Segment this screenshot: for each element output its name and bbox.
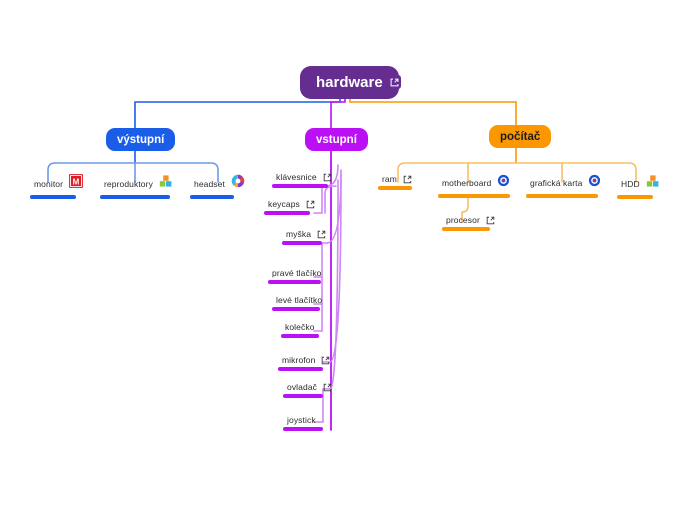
leaf-underline-ovladac [283, 394, 323, 398]
root-external-link-icon[interactable] [387, 75, 401, 89]
leaf-underline-myska [282, 241, 322, 245]
leaf-label-klavesnice: klávesnice [276, 172, 317, 182]
leaf-procesor[interactable]: procesor [442, 215, 499, 231]
branch-node-vstupni[interactable]: vstupní [305, 128, 368, 151]
external-link-icon[interactable] [317, 230, 326, 239]
external-link-icon[interactable] [486, 216, 495, 225]
leaf-underline-joystick [283, 427, 323, 431]
leaf-reproduktory[interactable]: reproduktory [100, 174, 177, 199]
leaf-myska[interactable]: myška [282, 229, 330, 245]
leaf-monitor[interactable]: monitor M [30, 174, 87, 199]
external-link-icon[interactable] [306, 200, 315, 209]
blue-target-icon [497, 174, 510, 192]
leaf-label-kolecko: kolečko [285, 322, 315, 332]
leaf-headset[interactable]: headset [190, 174, 249, 199]
leaf-underline-motherboard [438, 194, 510, 198]
leaf-underline-headset [190, 195, 234, 199]
leaf-label-procesor: procesor [446, 215, 480, 225]
branch-label-vystupni: výstupní [117, 133, 165, 146]
leaf-label-headset: headset [194, 178, 225, 189]
leaf-label-hdd: HDD [621, 178, 640, 189]
m-red-square-icon: M [69, 174, 84, 193]
leaf-label-prave-tlacitko: pravé tlačíko [272, 268, 322, 278]
leaf-label-mikrofon: mikrofon [282, 355, 316, 365]
leaf-underline-mikrofon [278, 367, 323, 371]
leaf-underline-ram [378, 186, 412, 190]
leaf-label-keycaps: keycaps [268, 199, 300, 209]
leaf-label-leve-tlacitko: levé tlačítko [276, 295, 323, 305]
leaf-underline-leve-tlacitko [272, 307, 320, 311]
leaf-label-joystick: joystick [287, 415, 316, 425]
color-blocks-icon [159, 174, 173, 193]
leaf-underline-procesor [442, 227, 490, 231]
leaf-ovladac[interactable]: ovladač [283, 382, 336, 398]
external-link-icon[interactable] [323, 383, 332, 392]
leaf-label-reproduktory: reproduktory [104, 178, 153, 189]
leaf-prave-tlacitko[interactable]: pravé tlačíko [268, 268, 326, 284]
leaf-label-graficka-karta: grafická karta [530, 178, 583, 188]
svg-text:M: M [73, 177, 80, 186]
leaf-label-motherboard: motherboard [442, 178, 492, 188]
leaf-label-monitor: monitor [34, 178, 64, 189]
root-node[interactable]: hardware [300, 66, 399, 99]
leaf-hdd[interactable]: HDD [617, 174, 664, 199]
branch-label-vstupni: vstupní [316, 133, 357, 146]
leaf-leve-tlacitko[interactable]: levé tlačítko [272, 295, 326, 311]
leaf-motherboard[interactable]: motherboard [438, 174, 514, 198]
leaf-joystick[interactable]: joystick [283, 415, 323, 431]
leaf-underline-monitor [30, 195, 76, 199]
leaf-underline-klavesnice [272, 184, 328, 188]
external-link-icon[interactable] [321, 356, 330, 365]
leaf-underline-reproduktory [100, 195, 170, 199]
branch-label-pocitac: počítač [500, 130, 541, 143]
leaf-label-ovladac: ovladač [287, 382, 317, 392]
leaf-kolecko[interactable]: kolečko [281, 322, 319, 338]
leaf-klavesnice[interactable]: klávesnice [272, 172, 336, 188]
leaf-label-ram: ram [382, 174, 397, 184]
leaf-keycaps[interactable]: keycaps [264, 199, 319, 215]
leaf-underline-hdd [617, 195, 653, 199]
leaf-label-myska: myška [286, 229, 312, 239]
branch-node-vystupni[interactable]: výstupní [106, 128, 176, 151]
leaf-ram[interactable]: ram [378, 174, 416, 190]
external-link-icon[interactable] [403, 175, 412, 184]
leaf-underline-prave-tlacitko [268, 280, 321, 284]
leaf-underline-graficka-karta [526, 194, 598, 198]
root-node-label: hardware [316, 74, 383, 91]
color-blocks-icon [646, 174, 660, 193]
leaf-mikrofon[interactable]: mikrofon [278, 355, 334, 371]
leaf-underline-keycaps [264, 211, 310, 215]
blue-target-icon [588, 174, 601, 192]
color-swirl-icon [231, 174, 245, 193]
external-link-icon[interactable] [323, 173, 332, 182]
leaf-underline-kolecko [281, 334, 319, 338]
branch-node-pocitac[interactable]: počítač [489, 125, 552, 148]
leaf-graficka-karta[interactable]: grafická karta [526, 174, 605, 198]
